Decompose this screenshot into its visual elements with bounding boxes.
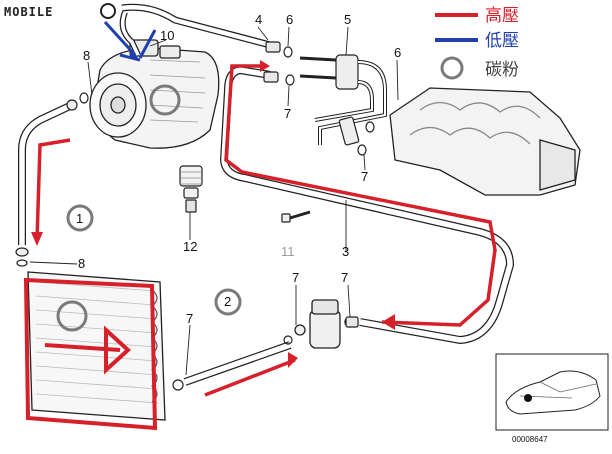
- hose-fittings: [263, 41, 359, 328]
- legend-carbon-powder: 碳粉: [440, 56, 519, 80]
- legend-low-pressure: 低壓: [435, 31, 519, 51]
- mobile01-watermark: MOBILE: [4, 3, 116, 19]
- reference-number: 00008647: [512, 435, 548, 444]
- watermark-text: MOBILE: [4, 5, 53, 19]
- label-12: 12: [183, 239, 197, 254]
- label-8a: 8: [83, 48, 90, 63]
- label-6b: 6: [394, 45, 401, 60]
- label-1: 1: [76, 211, 83, 226]
- label-5: 5: [344, 12, 351, 27]
- label-2: 2: [224, 294, 231, 309]
- pressure-switch: [179, 165, 203, 213]
- expansion-valve: [299, 54, 387, 146]
- label-7c: 7: [292, 270, 299, 285]
- inset-frame: [495, 353, 609, 431]
- legend-low-pressure-text: 低壓: [485, 31, 519, 51]
- label-7b: 7: [361, 169, 368, 184]
- low-pressure-hose: [103, 3, 271, 62]
- carbon-marker-compressor: [149, 84, 181, 116]
- label-3: 3: [342, 244, 349, 259]
- label-10: 10: [160, 28, 174, 43]
- hose-2: [172, 335, 298, 397]
- legend: 高壓 低壓 碳粉: [435, 6, 519, 80]
- compressor: [89, 39, 220, 149]
- legend-high-pressure: 高壓: [435, 6, 519, 26]
- legend-carbon-powder-text: 碳粉: [485, 60, 519, 80]
- car-location-inset: 00008647: [495, 353, 609, 444]
- carbon-marker-condenser: [56, 300, 88, 332]
- carbon-marker-hose-1: [66, 204, 94, 232]
- label-8b: 8: [78, 256, 85, 271]
- bolt: [281, 210, 311, 223]
- evaporator: [389, 87, 581, 196]
- hose-1: [15, 99, 78, 267]
- location-dot-icon: [524, 394, 532, 402]
- watermark-logo-icon: [100, 3, 116, 19]
- carbon-marker-hose-2: [214, 288, 242, 316]
- legend-high-pressure-text: 高壓: [485, 6, 519, 26]
- label-6a: 6: [286, 12, 293, 27]
- label-11: 11: [281, 244, 295, 259]
- leader-lines: [29, 26, 399, 376]
- high-pressure-hose-3: [219, 60, 515, 345]
- car-outline-icon: [505, 370, 601, 415]
- label-7d: 7: [341, 270, 348, 285]
- part-labels: 4 6 5 6 10 8 7 7 1 11 12 3 8 7 7 2 7: [76, 12, 401, 326]
- o-rings: [79, 46, 375, 156]
- label-4: 4: [255, 12, 262, 27]
- label-7a: 7: [284, 106, 291, 121]
- carbon-powder-swatch: [440, 56, 464, 80]
- label-7e: 7: [186, 311, 193, 326]
- condenser: [23, 271, 166, 431]
